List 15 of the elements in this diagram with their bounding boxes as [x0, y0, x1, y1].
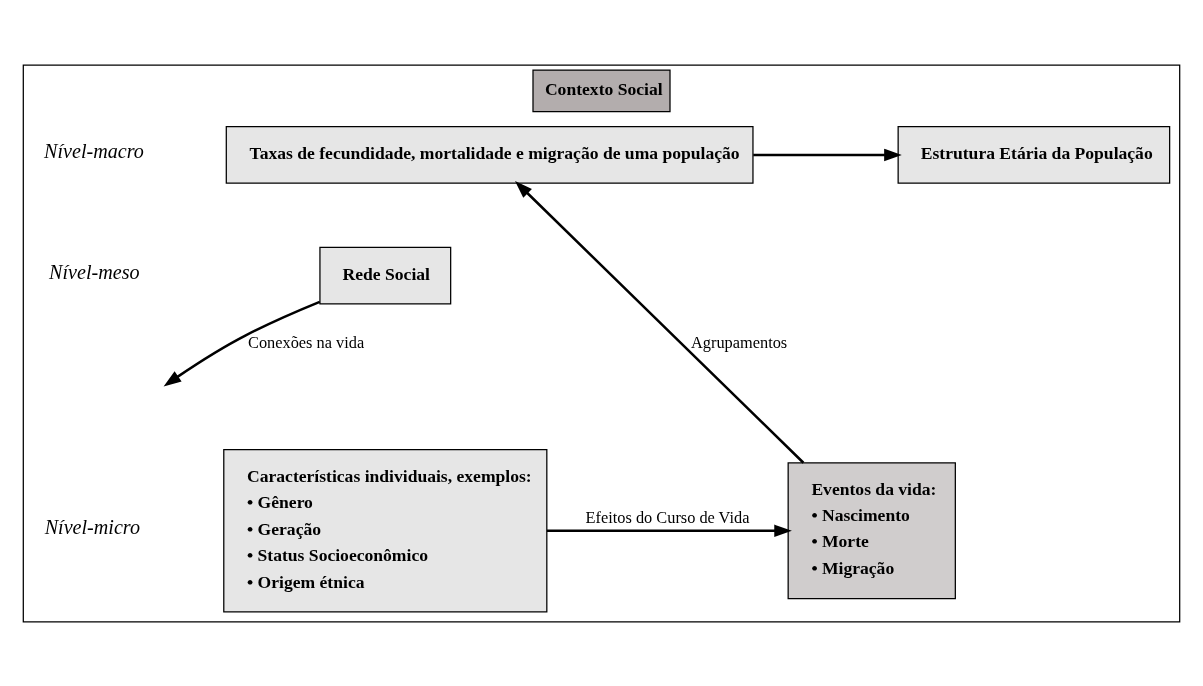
arrow: [546, 524, 792, 537]
node-box: Estrutura Etária da População: [897, 125, 1171, 184]
edge-label: Efeitos do Curso de Vida: [585, 506, 750, 526]
arrow: [753, 148, 902, 161]
label: Nível-micro: [44, 515, 140, 538]
node-box: Eventos da vida: • Nascimento • Morte • Migração: [787, 461, 956, 599]
label: Nível-meso: [49, 260, 140, 283]
node-box: Características individuais, exemplos: • Gênero • Geração • Status Socioeconômico • Origem étnica: [223, 448, 548, 612]
arrow: [163, 300, 321, 386]
label: Nível-macro: [44, 139, 144, 162]
edge-label: Conexões na vida: [248, 332, 365, 352]
edge-label: Agrupamentos: [691, 332, 788, 352]
node-box: Rede Social: [319, 246, 452, 305]
arrow: [515, 180, 805, 464]
node-box: Taxas de fecundidade, mortalidade e migração de uma população: [225, 125, 754, 184]
